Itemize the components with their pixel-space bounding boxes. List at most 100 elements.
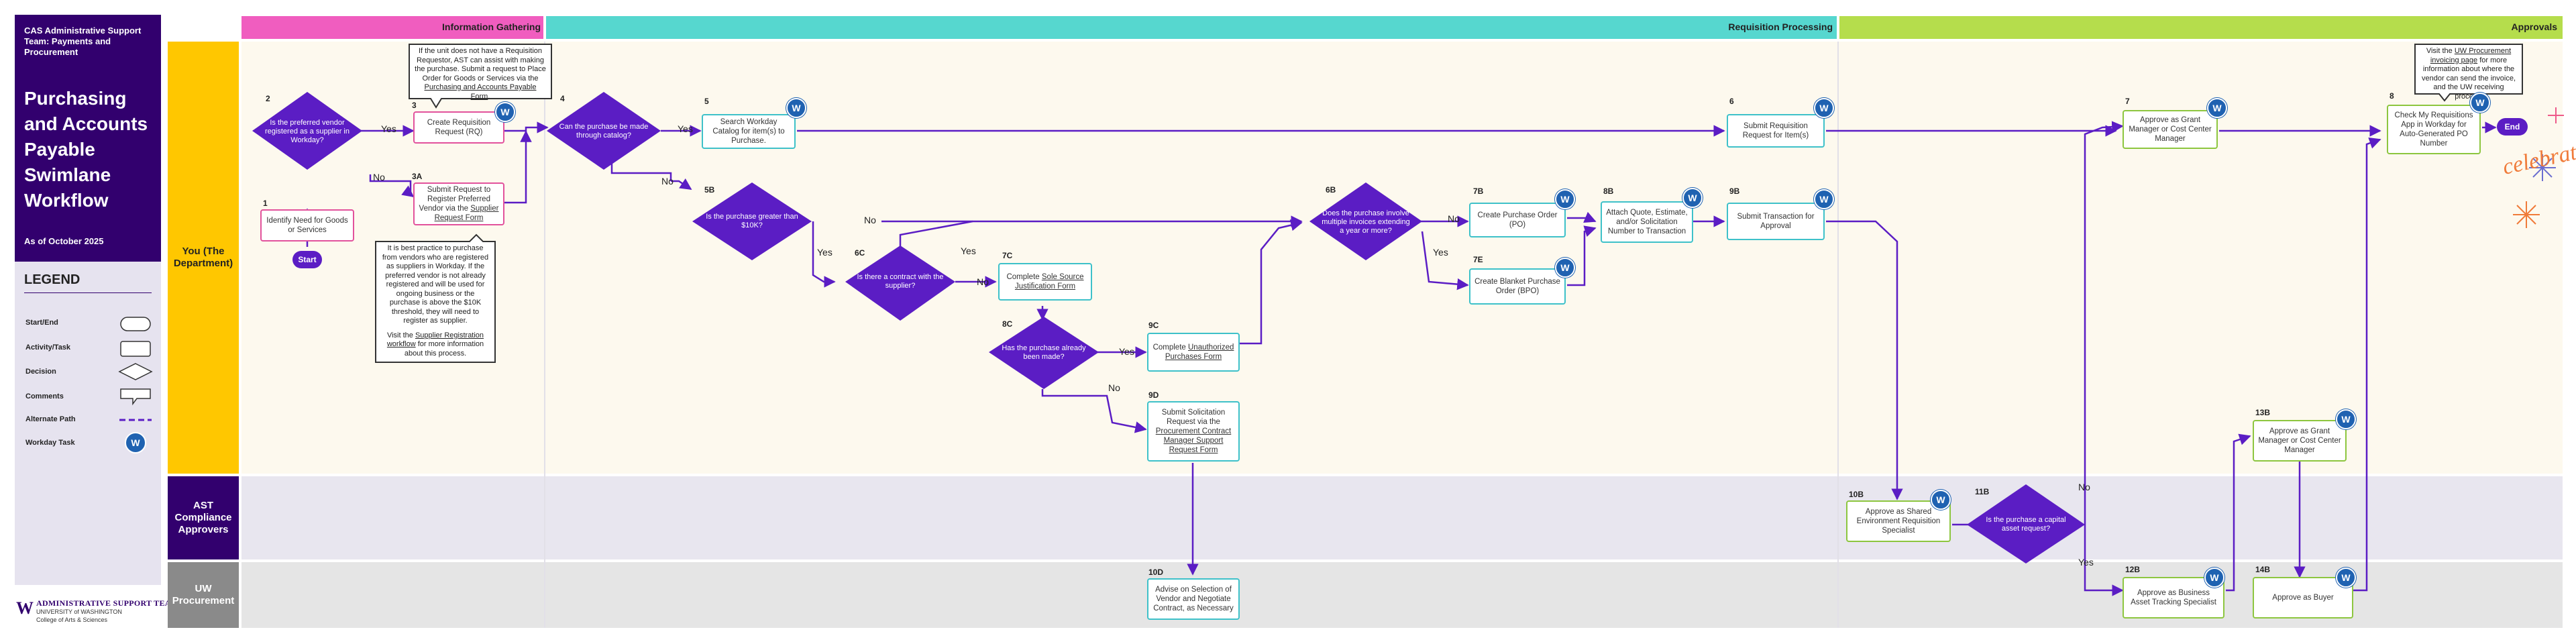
decision-8c-text[interactable]: Has the purchase already been made? (1002, 344, 1086, 361)
workday-icon-step-7b: W (1555, 189, 1575, 209)
task-3a-register-vendor[interactable]: Submit Request to Register Preferred Ven… (413, 182, 504, 225)
task-10d-advise-vendor[interactable]: Advise on Selection of Vendor and Negoti… (1147, 578, 1240, 620)
edge-label-6b-no: No (1448, 213, 1460, 224)
purchasing-accounts-payable-form-link[interactable]: Purchasing and Accounts Payable Form (424, 83, 537, 101)
comment-shapes (375, 44, 2523, 363)
step-number-6c: 6C (855, 248, 865, 258)
step-number-3: 3 (412, 101, 417, 110)
decision-2-text[interactable]: Is the preferred vendor registered as a … (265, 118, 350, 144)
footer-university: UNIVERSITY of WASHINGTON (36, 608, 122, 615)
step-number-13b: 13B (2255, 408, 2271, 417)
step-number-2: 2 (266, 94, 270, 103)
lane-header-uw (168, 562, 239, 628)
task-13b-approve-grant-manager[interactable]: Approve as Grant Manager or Cost Center … (2253, 420, 2347, 462)
lane-header-you (168, 42, 239, 474)
sidebar-header: CAS Administrative Support Team: Payment… (15, 15, 161, 262)
phase-bar-requisition-processing (546, 16, 1837, 39)
legend-comments-label: Comments (25, 392, 64, 400)
note-3a-shape (375, 233, 496, 363)
phase-label-requisition-processing: Requisition Processing (1728, 21, 1833, 32)
task-9c-unauthorized-purchases[interactable]: Complete Unauthorized Purchases Form (1147, 333, 1240, 372)
task-12b-approve-asset-tracking[interactable]: Approve as Business Asset Tracking Speci… (2123, 577, 2224, 619)
step-number-4: 4 (560, 94, 565, 103)
lane-label-uw: UW Procurement (172, 583, 235, 606)
task-3-create-requisition[interactable]: Create Requisition Request (RQ) (413, 111, 504, 144)
edge-label-6c-yes: Yes (961, 246, 976, 256)
lane-label-you: You (The Department) (173, 246, 233, 269)
decision-11b-shape (1967, 484, 2085, 564)
task-3a-text: Submit Request to Register Preferred Ven… (419, 186, 499, 222)
lane-label-ast: AST Compliance Approvers (174, 500, 232, 535)
workday-icon-step-8b: W (1682, 188, 1703, 208)
firework-pink-icon (2548, 107, 2564, 123)
task-7b-create-po[interactable]: Create Purchase Order (PO) (1469, 203, 1566, 237)
legend-workday-task-label: Workday Task (25, 439, 75, 447)
phase-label-approvals: Approvals (2511, 21, 2557, 32)
uw-procurement-invoicing-link[interactable]: UW Procurement invoicing page (2430, 47, 2512, 64)
step-number-7e: 7E (1473, 255, 1483, 264)
footer-college: College of Arts & Sciences (36, 616, 108, 623)
supplier-request-form-link[interactable]: Supplier Request Form (434, 205, 499, 222)
task-9d-solicitation-request[interactable]: Submit Solicitation Request via the Proc… (1147, 401, 1240, 462)
legend-divider (24, 292, 152, 293)
end-pill[interactable]: End (2497, 118, 2528, 136)
workday-icon-step-6: W (1814, 98, 1834, 118)
note-3-shape (409, 44, 552, 109)
task-5-search-catalog[interactable]: Search Workday Catalog for item(s) to Pu… (702, 114, 796, 149)
uw-w-logo-icon: W (16, 600, 34, 616)
workday-icon-step-10b: W (1931, 490, 1951, 510)
decision-6c-text[interactable]: Is there a contract with the supplier? (857, 273, 944, 290)
step-number-12b: 12B (2125, 565, 2141, 574)
edge-label-6c-no: No (977, 276, 989, 287)
sidebar: CAS Administrative Support Team: Payment… (15, 15, 161, 585)
task-7e-create-bpo[interactable]: Create Blanket Purchase Order (BPO) (1469, 268, 1566, 305)
workday-icon-step-8: W (2470, 93, 2490, 113)
task-9b-submit-transaction[interactable]: Submit Transaction for Approval (1727, 203, 1825, 240)
decision-5b-shape (692, 182, 812, 260)
decision-5b-text[interactable]: Is the purchase greater than $10K? (706, 213, 798, 229)
edge-label-11b-yes: Yes (2078, 557, 2094, 568)
step-number-11b: 11B (1975, 487, 1990, 496)
sole-source-justification-form-link[interactable]: Sole Source Justification Form (1014, 273, 1084, 290)
phase-label-information-gathering: Information Gathering (442, 21, 541, 32)
start-pill[interactable]: Start (292, 251, 322, 268)
decision-4-text[interactable]: Can the purchase be made through catalog… (559, 123, 649, 140)
step-number-10d: 10D (1148, 568, 1164, 577)
edge-label-5b-no: No (864, 215, 876, 225)
workday-icon-step-5: W (786, 98, 806, 118)
edge-label-11b-no: No (2078, 482, 2090, 492)
task-8b-attach-quote[interactable]: Attach Quote, Estimate, and/or Solicitat… (1601, 201, 1693, 243)
edge-label-4-yes: Yes (678, 123, 693, 134)
step-number-6b: 6B (1326, 185, 1336, 195)
task-6-submit-requisition[interactable]: Submit Requisition Request for Item(s) (1727, 114, 1825, 148)
firework-blue-icon (2529, 154, 2556, 181)
workday-icon-step-12b: W (2204, 568, 2224, 588)
step-number-5b: 5B (704, 185, 715, 195)
unauthorized-purchases-form-link[interactable]: Unauthorized Purchases Form (1165, 343, 1234, 361)
task-14b-approve-buyer[interactable]: Approve as Buyer (2253, 577, 2353, 619)
task-7-approve-grant-manager[interactable]: Approve as Grant Manager or Cost Center … (2123, 110, 2218, 149)
decision-2-shape (252, 92, 362, 170)
step-number-14b: 14B (2255, 565, 2271, 574)
step-number-5: 5 (704, 97, 709, 106)
organization-name: CAS Administrative Support Team: Payment… (24, 25, 142, 57)
task-8-check-my-requisitions[interactable]: Check My Requisitions App in Workday for… (2387, 105, 2481, 154)
page-title: Purchasing and Accounts Payable Swimlane… (24, 88, 148, 211)
procurement-contract-manager-form-link[interactable]: Procurement Contract Manager Support Req… (1155, 427, 1232, 454)
workday-icon-step-3: W (495, 102, 515, 122)
step-number-7: 7 (2125, 97, 2130, 106)
legend-alternate-path-label: Alternate Path (25, 415, 76, 423)
supplier-registration-workflow-link[interactable]: Supplier Registration workflow (386, 331, 484, 349)
step-number-7c: 7C (1002, 251, 1013, 260)
edge-label-8c-no: No (1108, 382, 1120, 393)
legend-activity-label: Activity/Task (25, 343, 71, 352)
step-number-6: 6 (1729, 97, 1734, 106)
task-1-identify-need[interactable]: Identify Need for Goods or Services (260, 209, 354, 241)
step-number-10b: 10B (1849, 490, 1864, 499)
decision-6b-text[interactable]: Does the purchase involve multiple invoi… (1322, 209, 1410, 235)
task-10b-approve-shared-environment[interactable]: Approve as Shared Environment Requisitio… (1846, 500, 1951, 542)
decision-11b-text[interactable]: Is the purchase a capital asset request? (1986, 516, 2066, 533)
lane-bg-ast (241, 476, 2563, 559)
firework-orange-icon (2513, 201, 2540, 228)
task-7c-sole-source[interactable]: Complete Sole Source Justification Form (998, 263, 1092, 301)
